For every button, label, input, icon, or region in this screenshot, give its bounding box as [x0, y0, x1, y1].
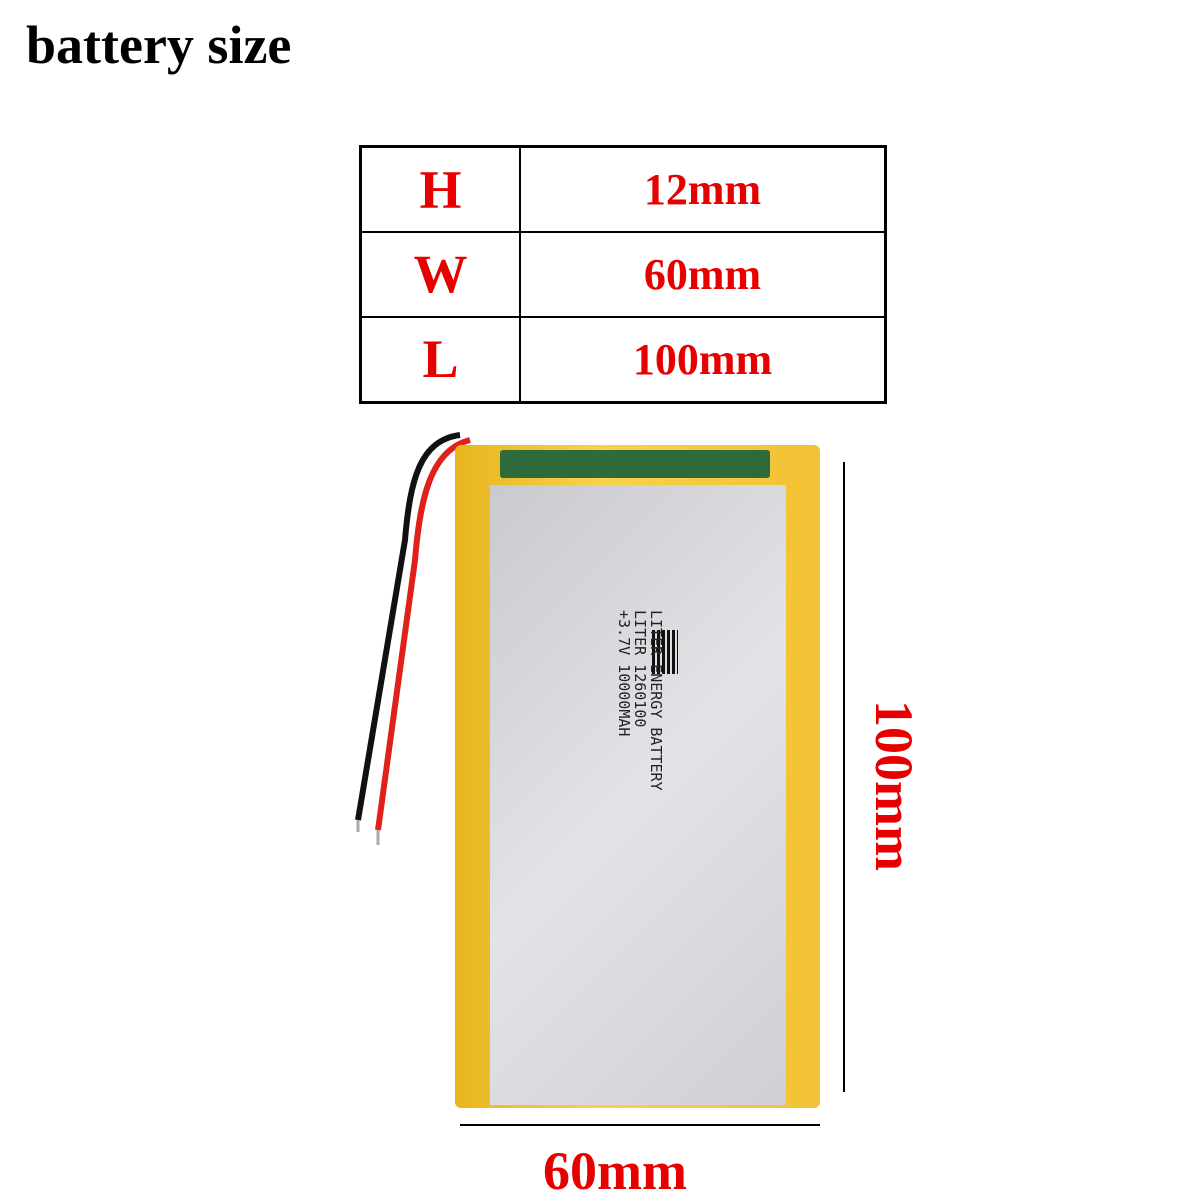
qr-code-icon: [652, 630, 678, 674]
pcb-board: [500, 450, 770, 478]
page-title: battery size: [26, 15, 292, 75]
label-line: LITER 1260100: [631, 610, 649, 728]
length-label: 100mm: [864, 700, 924, 871]
length-dimension-line: [843, 462, 845, 1092]
dim-key: H: [359, 145, 521, 234]
battery-label: LITER ENERGY BATTERY LITER 1260100 +3.7V…: [615, 610, 665, 791]
dim-value: 100mm: [519, 315, 887, 404]
dim-key: W: [359, 231, 521, 318]
width-label: 60mm: [543, 1141, 687, 1201]
dim-value: 60mm: [519, 231, 887, 318]
dim-key: L: [359, 315, 521, 404]
label-line: +3.7V 10000MAH: [615, 610, 633, 737]
battery-image: [455, 445, 820, 1108]
dim-value: 12mm: [519, 145, 887, 234]
width-dimension-line: [460, 1124, 820, 1126]
battery-face: [490, 485, 786, 1105]
label-line: LITER ENERGY BATTERY: [647, 610, 665, 791]
